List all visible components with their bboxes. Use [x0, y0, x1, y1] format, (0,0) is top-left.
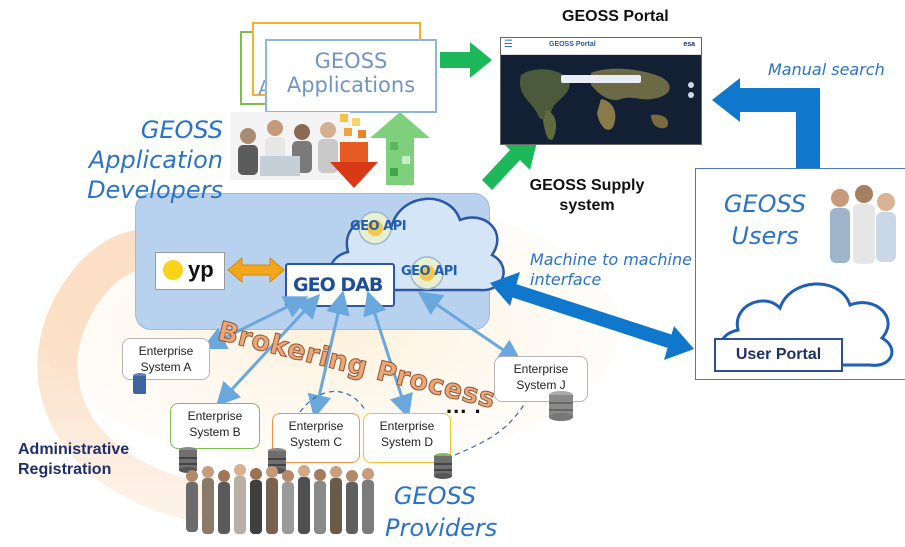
database-icon-a	[133, 373, 146, 394]
developers-label: GEOSS Application Developers	[7, 115, 223, 205]
menu-icon[interactable]: ☰	[504, 39, 513, 50]
system-b-line2: System B	[189, 425, 241, 439]
system-c-line1: Enterprise	[288, 419, 344, 433]
supply-line2: system	[559, 197, 615, 214]
admin-registration-label: Administrative Registration	[18, 440, 129, 480]
user-portal-label: User Portal	[735, 346, 822, 363]
system-a-line1: Enterprise	[138, 344, 194, 358]
machine-interface-line1: Machine to machine	[530, 250, 692, 269]
users-line2: Users	[731, 222, 799, 250]
users-line1: GEOSS	[723, 190, 807, 218]
database-icon-j	[549, 391, 573, 421]
system-j-line1: Enterprise	[513, 362, 569, 376]
admin-line1: Administrative	[18, 441, 130, 458]
blue-arrow-machine-interface	[490, 272, 694, 360]
portal-header: ☰ GEOSS Portal esa	[501, 38, 701, 55]
geo-api-label-1: GEO API	[350, 219, 407, 234]
machine-interface-line2: interface	[530, 270, 602, 289]
users-label: GEOSS Users	[715, 188, 815, 252]
blue-arrow-manual-search	[740, 88, 820, 168]
developers-line1: GEOSS Application	[88, 116, 223, 174]
yp-icon	[163, 260, 183, 280]
database-icon-b	[179, 447, 197, 473]
yp-box[interactable]: yp	[155, 252, 225, 290]
geo-api-label-2: GEO API	[401, 264, 458, 279]
system-a-line2: System A	[140, 360, 192, 374]
developer-downloads-arrow	[330, 112, 430, 188]
developers-line2: Developers	[87, 176, 223, 204]
geo-api-badge-top: GEO API	[345, 210, 423, 246]
user-portal-button[interactable]: User Portal	[714, 338, 843, 372]
enterprise-system-a[interactable]: Enterprise System A	[122, 338, 210, 380]
machine-interface-label: Machine to machine interface	[530, 250, 692, 290]
providers-label: GEOSS Providers	[385, 480, 498, 544]
yp-label: yp	[188, 257, 214, 282]
geo-api-badge-bottom: GEO API	[395, 255, 473, 291]
yp-geodab-arrow	[227, 256, 285, 284]
enterprise-system-b[interactable]: Enterprise System B	[170, 403, 260, 449]
more-systems-ellipsis: ... .	[446, 393, 482, 418]
system-c-line2: System C	[289, 435, 342, 449]
manual-search-label: Manual search	[768, 60, 885, 79]
portal-header-brand: GEOSS Portal	[549, 41, 596, 48]
users-photo	[830, 185, 896, 264]
portal-title: GEOSS Portal	[562, 8, 669, 25]
portal-header-esa: esa	[683, 41, 695, 48]
providers-crowd	[186, 464, 374, 534]
system-b-line1: Enterprise	[187, 409, 243, 423]
green-arrow-supply-portal	[482, 130, 540, 190]
developers-photo	[230, 112, 350, 180]
providers-line2: Providers	[385, 514, 498, 542]
system-d-line2: System D	[380, 435, 433, 449]
database-icon-d	[434, 453, 452, 479]
providers-line1: GEOSS	[393, 482, 477, 510]
supply-label: GEOSS Supply system	[522, 176, 652, 216]
green-arrow-apps-portal	[440, 42, 492, 78]
system-d-line1: Enterprise	[379, 419, 435, 433]
supply-line1: GEOSS Supply	[529, 177, 645, 194]
portal-window[interactable]: ☰ GEOSS Portal esa	[500, 37, 702, 145]
app-card-line1: GEOSS	[314, 49, 388, 73]
app-card-line2: Applications	[286, 73, 416, 97]
admin-line2: Registration	[18, 461, 112, 478]
app-card-front[interactable]: GEOSS Applications	[265, 39, 437, 113]
enterprise-system-c[interactable]: Enterprise System C	[272, 413, 360, 463]
system-j-line2: System J	[516, 378, 566, 392]
world-map	[501, 55, 701, 144]
